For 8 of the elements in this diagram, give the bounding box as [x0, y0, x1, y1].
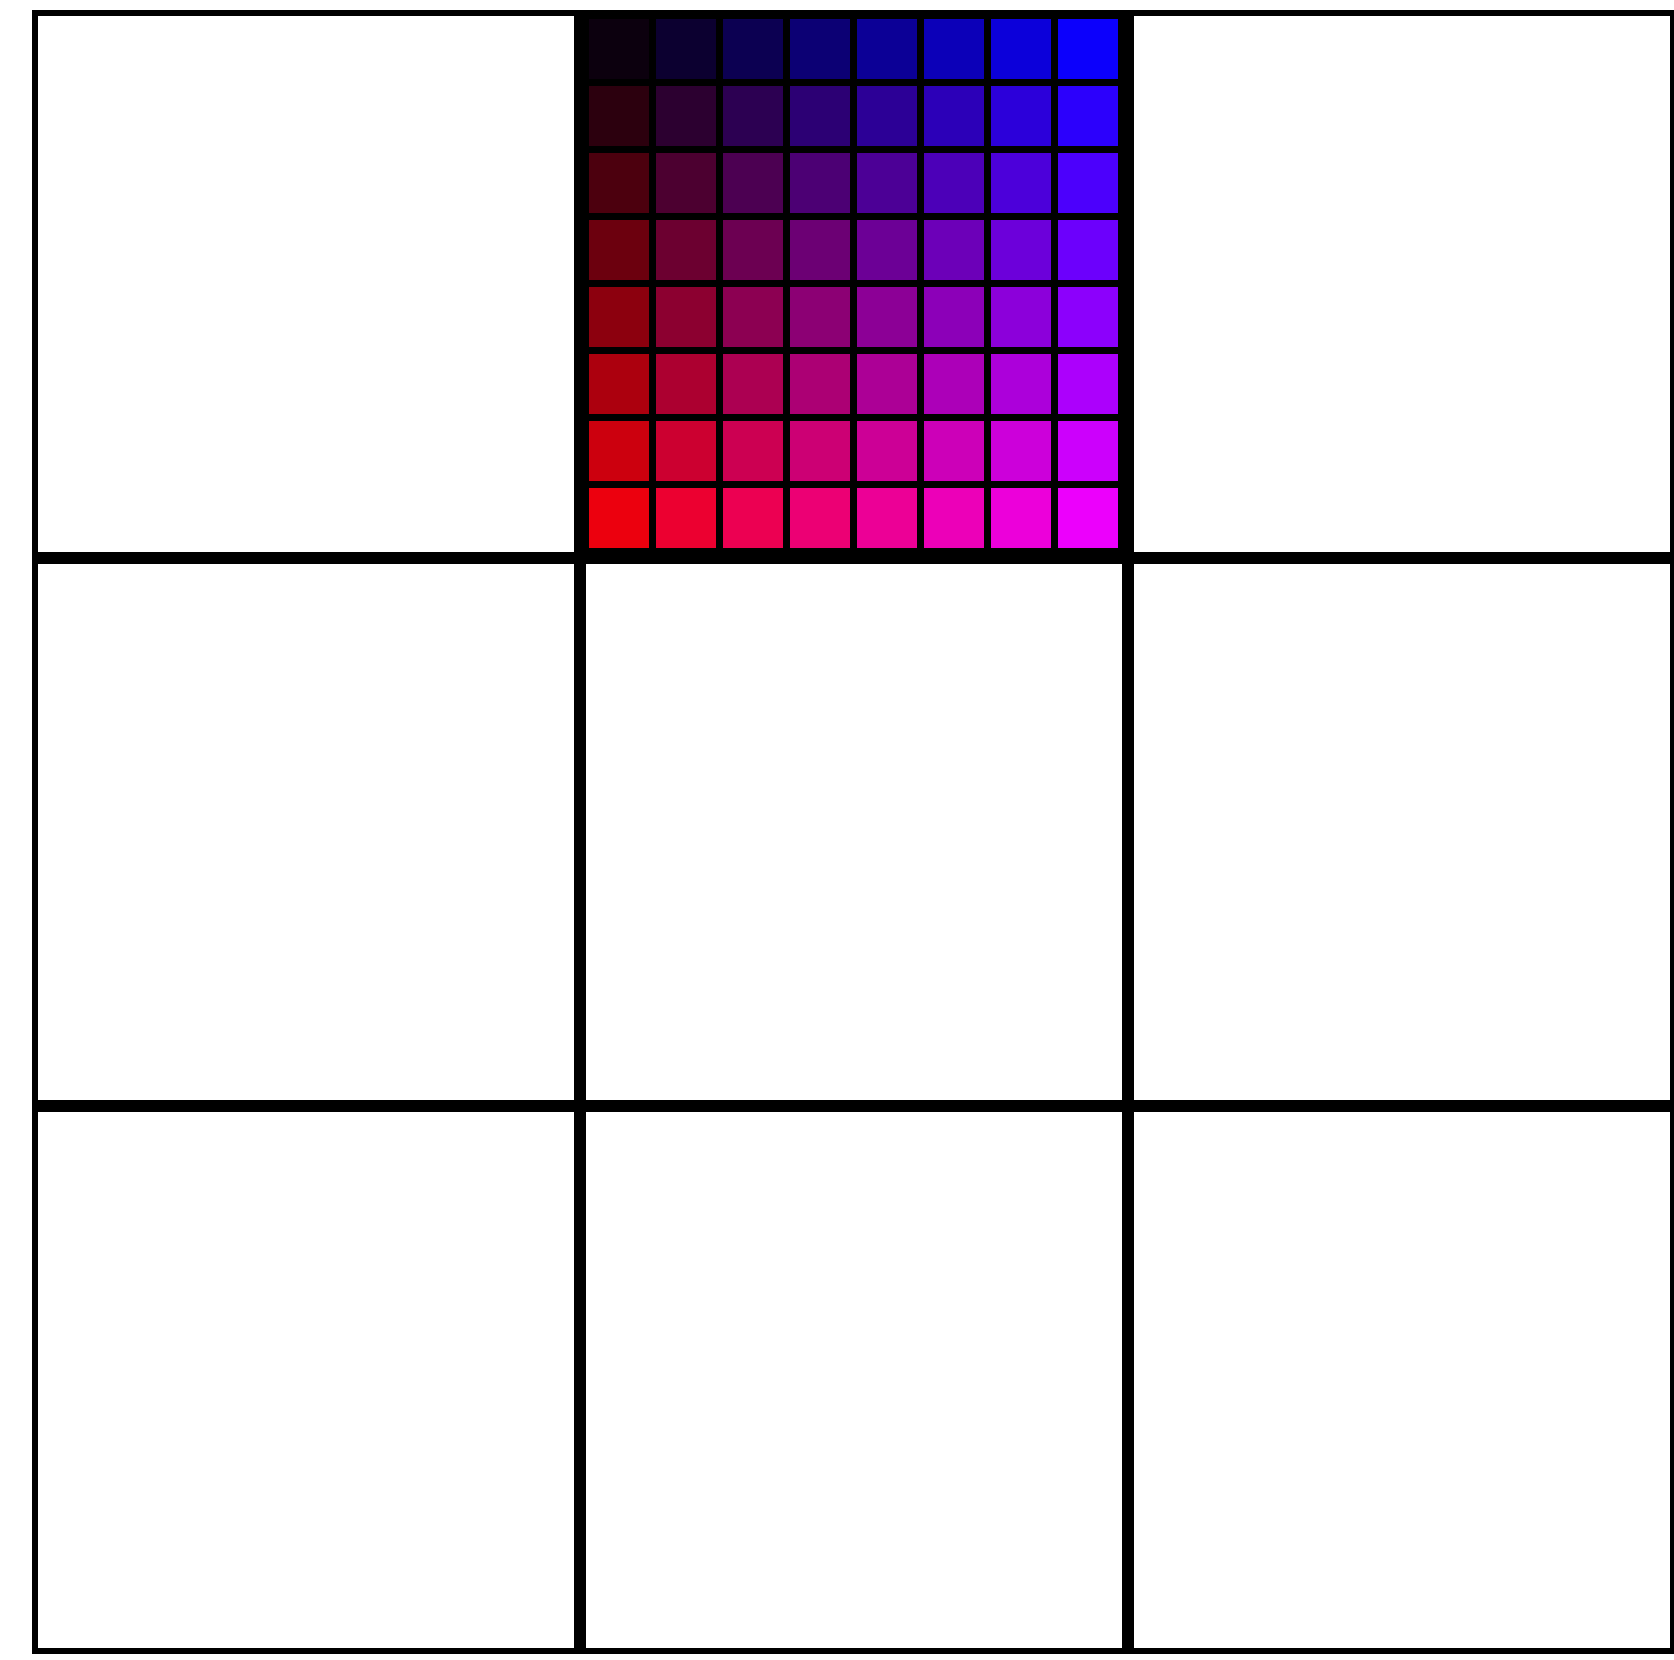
grid-cell — [1128, 1106, 1674, 1654]
grid-cell — [580, 558, 1128, 1106]
grid-cell — [32, 558, 580, 1106]
grid-cell — [32, 1106, 580, 1654]
grid-cell — [580, 1106, 1128, 1654]
grid-cell — [1128, 558, 1674, 1106]
grid-cell — [1128, 10, 1674, 558]
grid-cell — [32, 10, 580, 558]
